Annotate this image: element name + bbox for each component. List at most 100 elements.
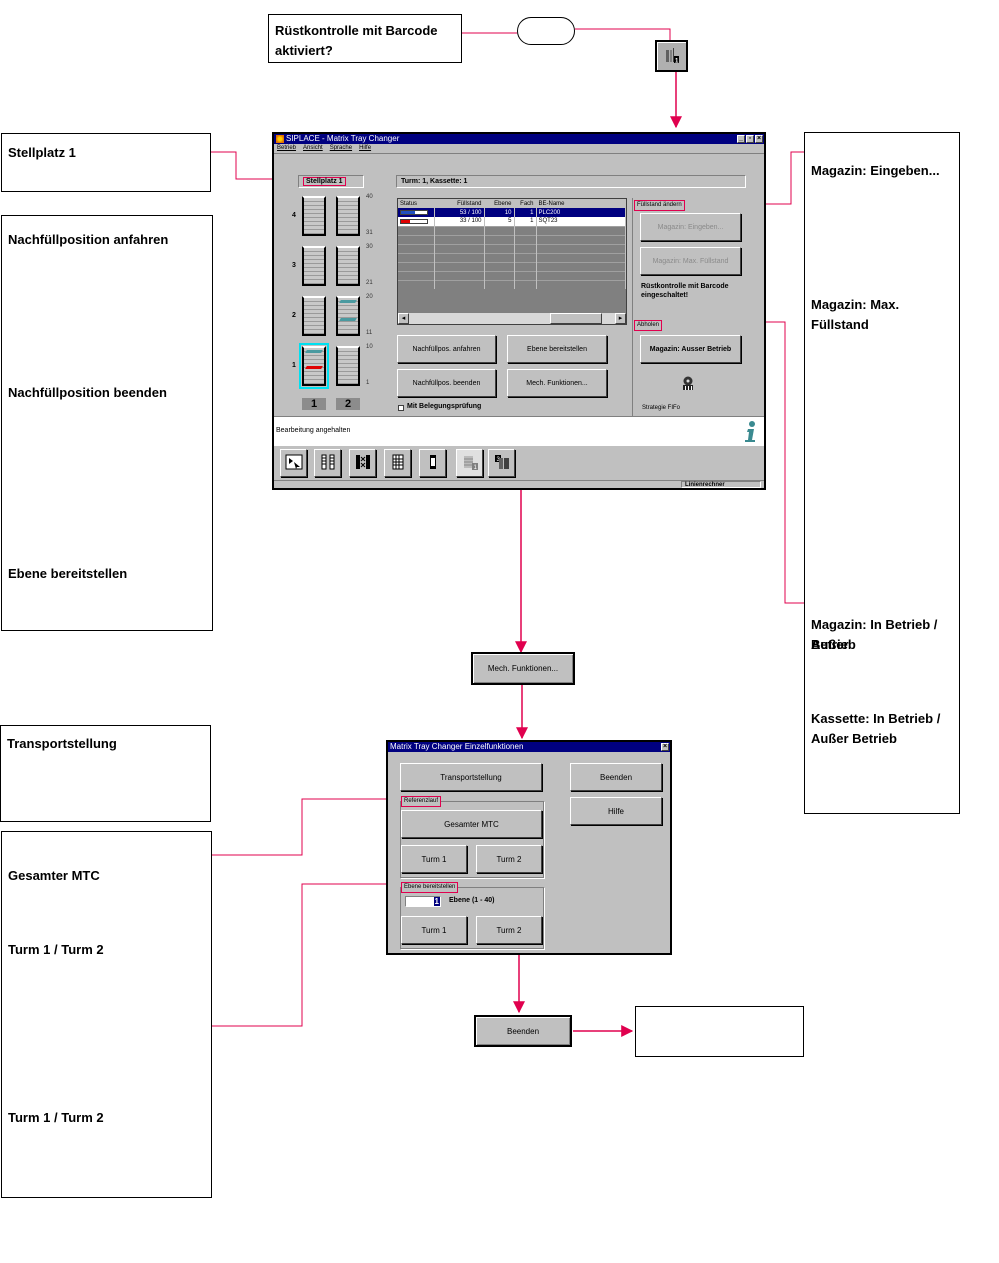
empty-row	[398, 280, 626, 289]
toolbar-button[interactable]	[280, 449, 307, 477]
level-input[interactable]: 1	[405, 896, 441, 907]
stellplatz-label: Stellplatz 1	[303, 177, 346, 186]
slot-cell: 1	[514, 208, 537, 217]
refill-end-button[interactable]: Nachfüllpos. beenden	[397, 369, 496, 397]
menu-ansicht[interactable]: Ansicht	[303, 145, 323, 151]
empty-row	[398, 244, 626, 253]
occupancy-check-checkbox[interactable]	[398, 405, 404, 411]
connector-decision-icon	[575, 28, 671, 40]
level-turm2-button[interactable]: Turm 2	[476, 916, 542, 944]
book-icon: 3	[493, 454, 511, 472]
magazine-enter-button[interactable]: Magazin: Eingeben...	[640, 213, 741, 241]
empty-row	[398, 253, 626, 262]
level-label: 4	[292, 212, 296, 219]
towers-cross-icon	[354, 454, 372, 472]
status-cell	[398, 217, 435, 226]
single-functions-dialog: Matrix Tray Changer Einzelfunktionen × T…	[386, 740, 672, 955]
magazine-cassette[interactable]	[302, 196, 326, 236]
reference-turm2-button[interactable]: Turm 2	[476, 845, 542, 873]
barcode-message-line: eingeschaltet!	[641, 292, 689, 299]
toolbar-button[interactable]	[349, 449, 376, 477]
toolbar-button[interactable]	[384, 449, 411, 477]
toolbar-button[interactable]: 1	[456, 449, 483, 477]
occupancy-check-label: Mit Belegungsprüfung	[407, 403, 482, 410]
level-range-low: 11	[366, 330, 373, 336]
flow-mech-functions-button[interactable]: Mech. Funktionen...	[471, 652, 575, 685]
status-message-area: Bearbeitung angehalten	[274, 416, 764, 446]
horizontal-scrollbar[interactable]: ◂ ▸	[398, 313, 626, 324]
col-slot[interactable]: Fach	[514, 199, 537, 208]
magazine-out-of-service-button[interactable]: Magazin: Ausser Betrieb	[640, 335, 741, 363]
status-cell	[398, 208, 435, 217]
toolbar-button[interactable]: 3	[488, 449, 515, 477]
statusbar-panel: Linienrechner	[681, 481, 761, 488]
transport-position-button[interactable]: Transportstellung	[400, 763, 542, 791]
decision-terminator	[517, 17, 575, 45]
menubar: Betrieb Ansicht Sprache Hilfe	[274, 144, 764, 153]
total-mtc-button[interactable]: Gesamter MTC	[401, 810, 542, 838]
mech-functions-button[interactable]: Mech. Funktionen...	[507, 369, 607, 397]
level-input-value: 1	[433, 897, 440, 906]
level-range-low: 31	[366, 230, 373, 236]
level-provide-button[interactable]: Ebene bereitstellen	[507, 335, 607, 363]
note-text: Stellplatz 1	[8, 145, 76, 160]
magazine-cassette[interactable]	[336, 246, 360, 286]
scroll-right-button[interactable]: ▸	[615, 313, 626, 324]
divider	[274, 153, 764, 154]
level-turm1-button[interactable]: Turm 1	[401, 916, 467, 944]
dialog-close-button[interactable]: ×	[661, 743, 669, 751]
level-range-label: Ebene (1 - 40)	[449, 897, 495, 904]
col-status[interactable]: Status	[398, 199, 435, 208]
col-level[interactable]: Ebene	[484, 199, 515, 208]
magazine-cassette[interactable]	[336, 346, 360, 386]
flow-end-button[interactable]: Beenden	[474, 1015, 572, 1047]
app-logo-icon	[276, 135, 284, 143]
right-panel-divider	[632, 198, 633, 418]
info-icon[interactable]	[742, 420, 758, 444]
empty-row	[398, 235, 626, 244]
dialog-titlebar: Matrix Tray Changer Einzelfunktionen ×	[388, 742, 670, 752]
reference-turm1-button[interactable]: Turm 1	[401, 845, 467, 873]
menu-betrieb[interactable]: Betrieb	[277, 145, 297, 151]
tray-marker	[339, 299, 357, 303]
fill-bar	[400, 210, 428, 215]
col-fill[interactable]: Füllstand	[434, 199, 485, 208]
menu-sprache[interactable]: Sprache	[329, 145, 353, 151]
dialog-end-button[interactable]: Beenden	[570, 763, 662, 791]
note-text: Gesamter MTC	[8, 868, 100, 883]
level-label: 3	[292, 262, 296, 269]
magazine-cassette[interactable]	[299, 343, 329, 389]
magazine-cassette[interactable]	[302, 296, 326, 336]
level-provide-group-label: Ebene bereitstellen	[401, 882, 459, 893]
magazine-cassette[interactable]	[336, 296, 360, 336]
select-pointer-icon	[285, 454, 303, 472]
magazine-cassette[interactable]	[336, 196, 360, 236]
close-button[interactable]: ×	[755, 135, 763, 143]
toolbar-button[interactable]	[419, 449, 446, 477]
note-text: Nachfüllposition beenden	[8, 385, 167, 400]
scroll-left-button[interactable]: ◂	[398, 313, 409, 324]
level-label: 1	[292, 362, 296, 369]
note-reference: Gesamter MTC Turm 1 / Turm 2 Turm 1 / Tu…	[1, 831, 212, 1198]
towers-icon	[319, 454, 337, 472]
minimize-button[interactable]: _	[737, 135, 745, 143]
single-tower-icon	[424, 454, 442, 472]
toolbar-button[interactable]	[314, 449, 341, 477]
name-cell: PLC200	[536, 208, 626, 217]
magazine-max-fill-button[interactable]: Magazin: Max. Füllstand	[640, 247, 741, 275]
note-text: Nachfüllposition anfahren	[8, 232, 169, 247]
help-button[interactable]: Hilfe	[570, 797, 662, 825]
maximize-button[interactable]: ▫	[746, 135, 754, 143]
refill-start-button[interactable]: Nachfüllpos. anfahren	[397, 335, 496, 363]
svg-text:3: 3	[496, 457, 500, 463]
note-text: Magazin: Max. Füllstand	[811, 297, 900, 332]
level-range-low: 1	[366, 380, 370, 386]
level-range-high: 30	[366, 244, 373, 250]
menu-hilfe[interactable]: Hilfe	[359, 145, 372, 151]
reference-run-group-label: Referenzlauf	[401, 796, 442, 807]
col-name[interactable]: BE-Name	[536, 199, 626, 208]
magazine-cassette[interactable]	[302, 246, 326, 286]
scroll-thumb[interactable]	[550, 313, 602, 324]
